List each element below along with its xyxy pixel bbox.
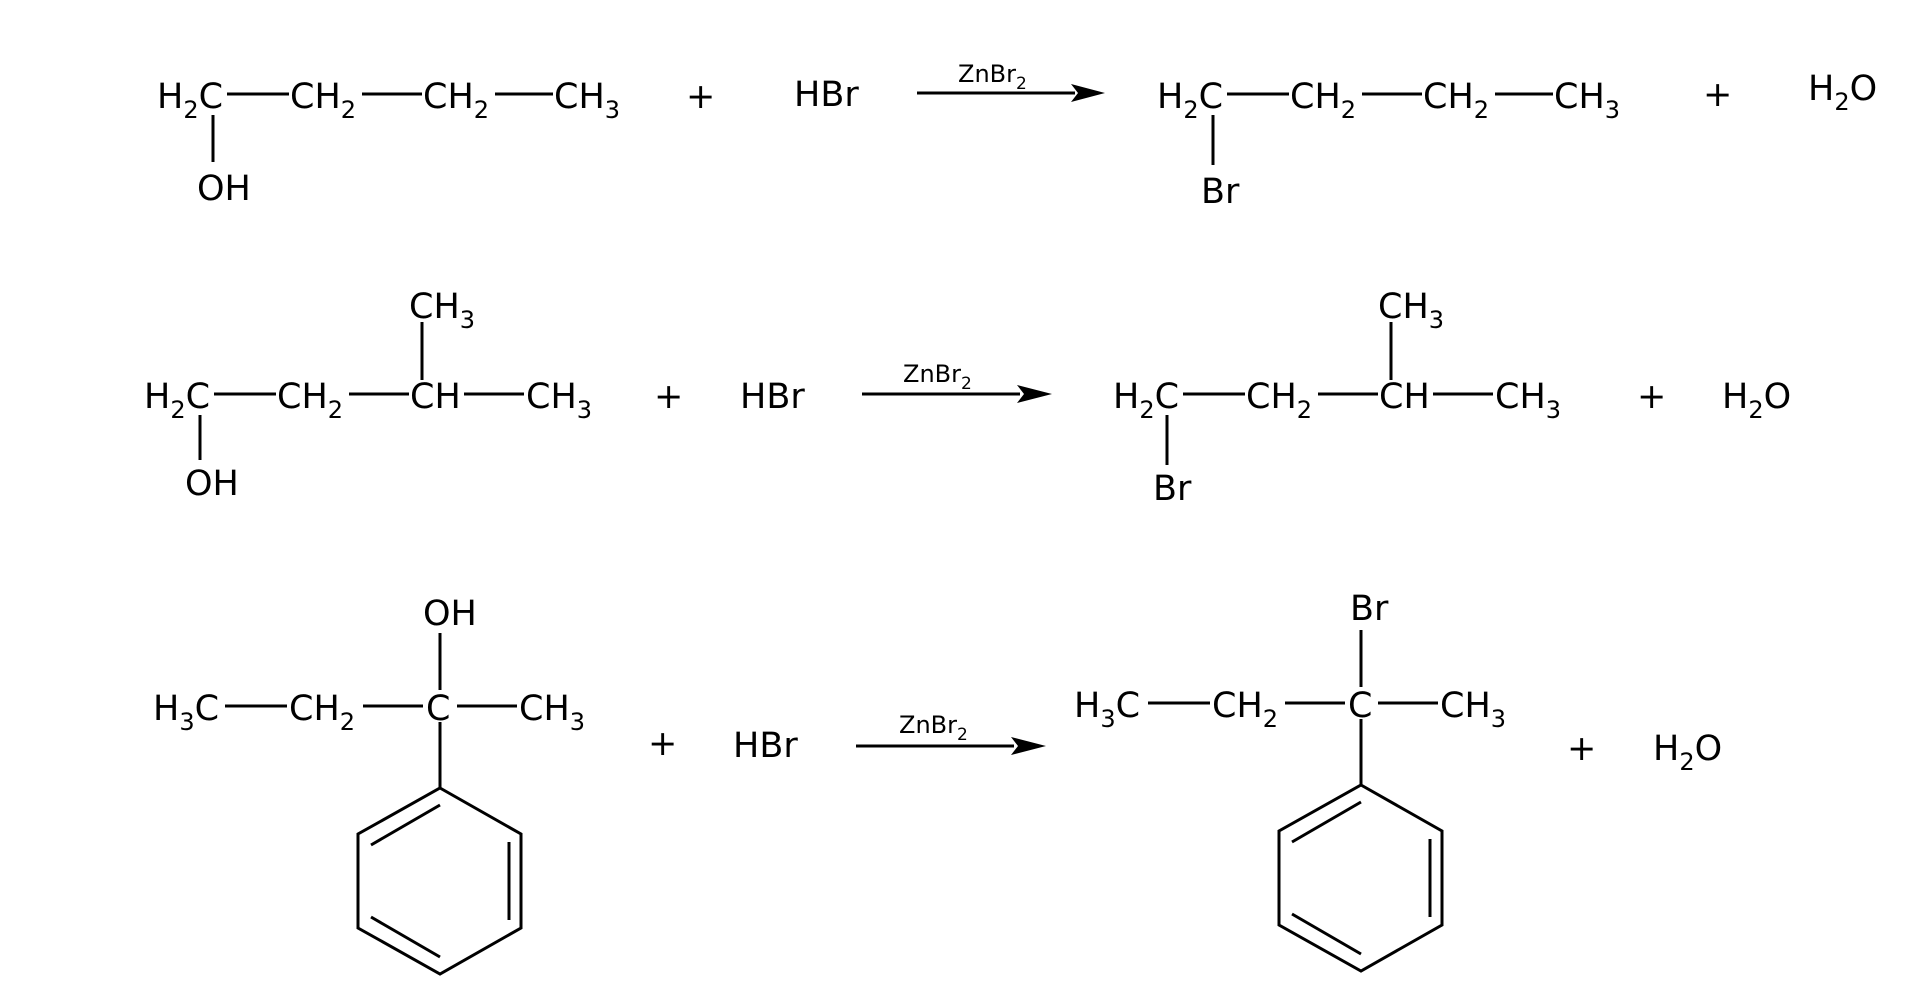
plus-sign: + bbox=[1637, 377, 1666, 417]
reactant-2: H2C CH2 CH CH3 CH3 OH bbox=[144, 287, 592, 504]
atom-label: H3C bbox=[153, 689, 219, 736]
atom-label: CH2 bbox=[1423, 77, 1489, 124]
byproduct-label: H2O bbox=[1653, 729, 1722, 776]
plus-sign: + bbox=[686, 77, 715, 117]
plus-sign: + bbox=[1703, 75, 1732, 115]
catalyst-label: ZnBr2 bbox=[899, 711, 968, 745]
atom-label: CH3 bbox=[409, 287, 475, 334]
plus-sign: + bbox=[1567, 729, 1596, 769]
plus-sign: + bbox=[654, 377, 683, 417]
atom-label: CH2 bbox=[1290, 77, 1356, 124]
benzene-ring bbox=[1277, 783, 1444, 973]
substituent-label: Br bbox=[1350, 589, 1389, 629]
atom-label: CH3 bbox=[519, 689, 585, 736]
atom-label: CH3 bbox=[1495, 377, 1561, 424]
atom-label: H2C bbox=[1113, 377, 1179, 424]
substituent-label: OH bbox=[423, 594, 477, 634]
catalyst-label: ZnBr2 bbox=[958, 60, 1027, 94]
atom-label: CH2 bbox=[1246, 377, 1312, 424]
reactant-3: H3C CH2 C CH3 OH bbox=[153, 594, 585, 976]
atom-label: H2C bbox=[157, 77, 223, 124]
catalyst-label: ZnBr2 bbox=[903, 360, 972, 394]
atom-label: H3C bbox=[1074, 686, 1140, 733]
double-bond-inner bbox=[370, 915, 441, 959]
atom-label: CH3 bbox=[526, 377, 592, 424]
ring-outline bbox=[1277, 783, 1444, 973]
atom-label: CH3 bbox=[1378, 287, 1444, 334]
atom-label: CH bbox=[1379, 377, 1430, 417]
reactant-1: H2C CH2 CH2 CH3 OH bbox=[157, 77, 620, 209]
reagent-label: HBr bbox=[794, 75, 859, 115]
product-2: H2C CH2 CH CH3 CH3 Br bbox=[1113, 287, 1561, 509]
substituent-label: OH bbox=[185, 464, 239, 504]
atom-label: C bbox=[426, 689, 450, 729]
atom-label: H2C bbox=[1157, 77, 1223, 124]
plus-sign: + bbox=[648, 724, 677, 764]
atom-label: CH2 bbox=[277, 377, 343, 424]
double-bond-inner bbox=[370, 803, 441, 847]
reagent-label: HBr bbox=[740, 377, 805, 417]
reagent-label: HBr bbox=[733, 726, 798, 766]
product-1: H2C CH2 CH2 CH3 Br bbox=[1157, 77, 1620, 212]
atom-label: CH2 bbox=[423, 77, 489, 124]
double-bond-inner bbox=[1291, 800, 1362, 844]
product-3: H3C CH2 C CH3 Br bbox=[1074, 589, 1506, 973]
substituent-label: OH bbox=[197, 169, 251, 209]
reaction-3: H3C CH2 C CH3 OH + HBr ZnBr2 H3C CH bbox=[153, 589, 1722, 976]
double-bond-inner bbox=[1291, 912, 1362, 956]
byproduct-label: H2O bbox=[1808, 69, 1877, 116]
reaction-1: H2C CH2 CH2 CH3 OH + HBr ZnBr2 H2C CH2 C… bbox=[157, 60, 1877, 212]
substituent-label: Br bbox=[1201, 172, 1240, 212]
atom-label: CH3 bbox=[554, 77, 620, 124]
atom-label: CH bbox=[410, 377, 461, 417]
reaction-2: H2C CH2 CH CH3 CH3 OH + HBr ZnBr2 H2C CH… bbox=[144, 287, 1791, 509]
arrow-head bbox=[1071, 84, 1105, 102]
atom-label: H2C bbox=[144, 377, 210, 424]
benzene-ring bbox=[356, 786, 523, 976]
atom-label: CH2 bbox=[290, 77, 356, 124]
atom-label: CH2 bbox=[1212, 686, 1278, 733]
arrow-head bbox=[1011, 737, 1046, 755]
ring-outline bbox=[356, 786, 523, 976]
atom-label: CH3 bbox=[1440, 686, 1506, 733]
arrow-head bbox=[1017, 385, 1052, 403]
atom-label: CH3 bbox=[1554, 77, 1620, 124]
byproduct-label: H2O bbox=[1722, 377, 1791, 424]
substituent-label: Br bbox=[1153, 469, 1192, 509]
atom-label: CH2 bbox=[289, 689, 355, 736]
